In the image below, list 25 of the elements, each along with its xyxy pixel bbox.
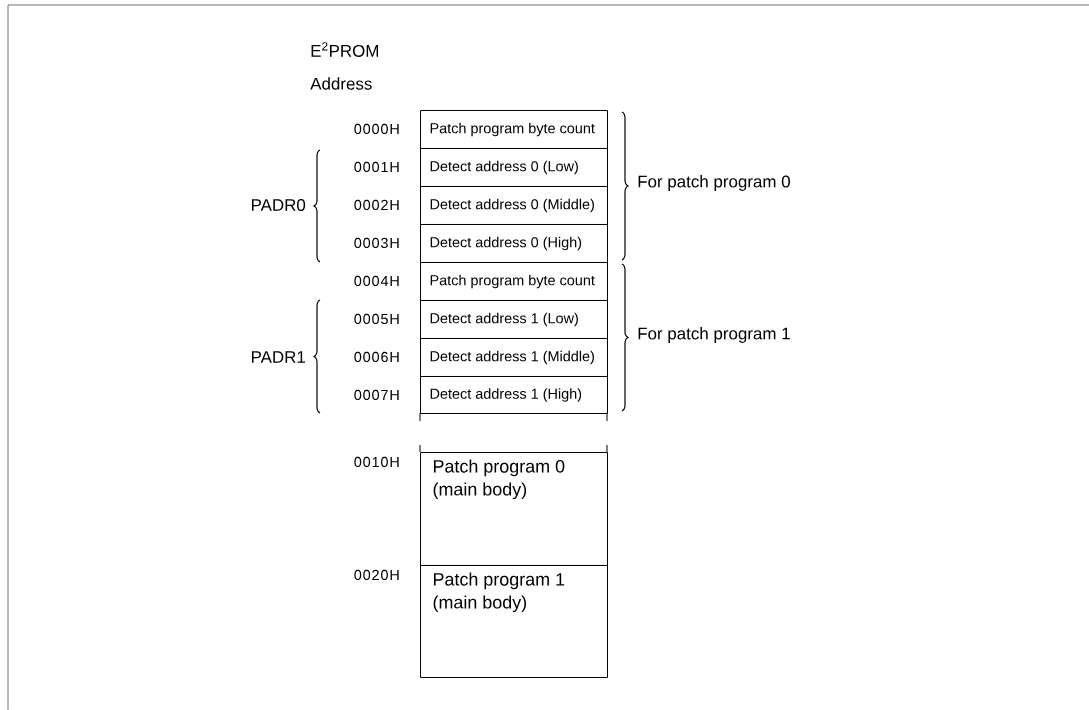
memory-cell: Detect address 1 (High) (420, 376, 608, 414)
memory-cell: Detect address 1 (Low) (420, 300, 608, 339)
address-label: 0004H (354, 275, 399, 287)
memory-cell: Patch program byte count (420, 110, 608, 149)
memory-block: Patch program 1 (main body) (420, 565, 608, 678)
memory-block: Patch program 0 (main body) (420, 452, 608, 566)
group-label: For patch program 1 (638, 327, 790, 343)
memory-cell: Detect address 1 (Middle) (420, 338, 608, 377)
address-label: 0006H (354, 351, 399, 363)
address-label: 0007H (354, 389, 399, 401)
register-label: PADR0 (252, 199, 306, 211)
column-heading: E$^{2}$PROM Address (310, 42, 378, 90)
register-label: PADR1 (252, 351, 305, 363)
address-label: 0005H (354, 313, 399, 325)
memory-cell: Detect address 0 (Middle) (420, 186, 608, 225)
address-label: 0003H (354, 237, 399, 249)
group-label: For patch program 0 (638, 175, 790, 191)
memory-cell: Patch program byte count (420, 262, 608, 301)
address-label: 0020H (354, 569, 399, 581)
memory-cell: Detect address 0 (Low) (420, 148, 608, 187)
address-label: 0001H (354, 161, 399, 173)
address-label: 0010H (354, 456, 399, 468)
address-label: 0002H (354, 199, 399, 211)
memory-cell: Detect address 0 (High) (420, 224, 608, 263)
address-label: 0000H (354, 123, 399, 135)
